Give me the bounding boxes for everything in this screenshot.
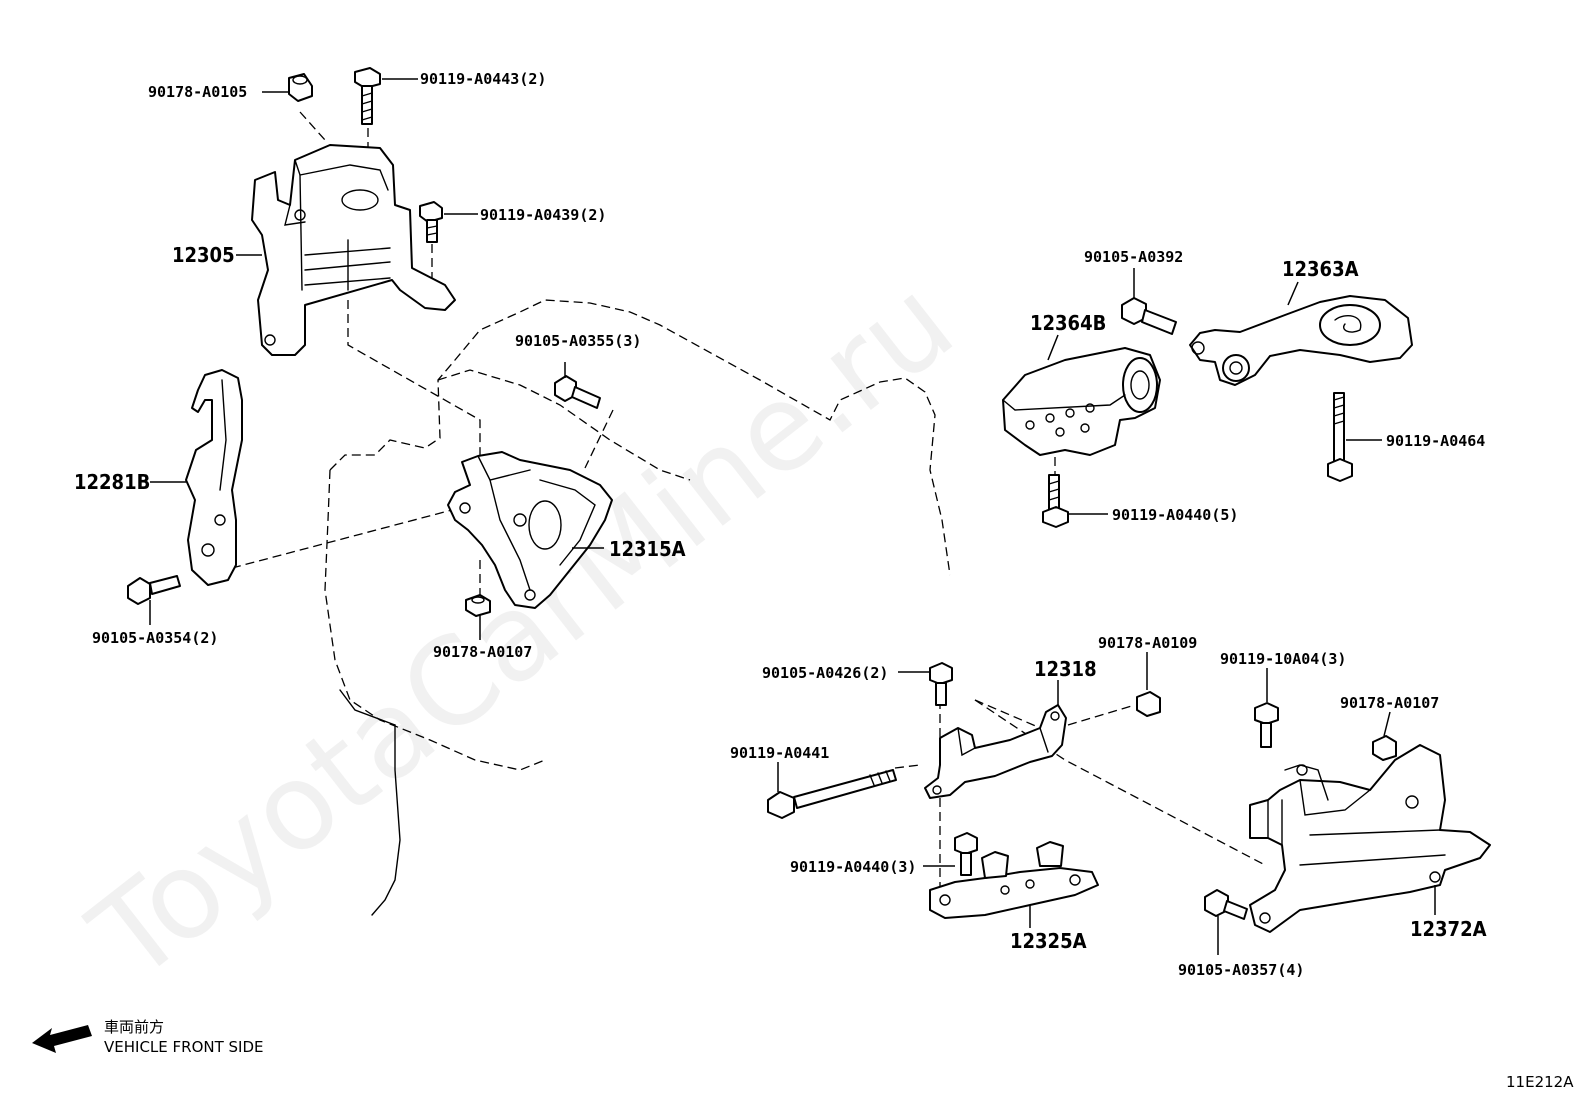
part-12281B-bracket [185, 369, 243, 586]
label-90105-A0354[interactable]: 90105-A0354(2) [92, 629, 218, 647]
bolt-90119-A0440-5 [1042, 474, 1069, 528]
label-90178-A0107-a[interactable]: 90178-A0107 [433, 643, 532, 661]
label-90119-A0441[interactable]: 90119-A0441 [730, 744, 829, 762]
nut-90178-A0109 [1136, 691, 1161, 717]
engine-outline [324, 299, 951, 916]
label-12364B[interactable]: 12364B [1030, 311, 1106, 335]
label-90119-10A04[interactable]: 90119-10A04(3) [1220, 650, 1346, 668]
front-note-jp: 車両前方 [104, 1018, 164, 1036]
nut-90178-A0107-b [1372, 735, 1397, 761]
part-12318-bracket [924, 704, 1067, 799]
label-12363A[interactable]: 12363A [1282, 257, 1359, 281]
label-90119-A0443[interactable]: 90119-A0443(2) [420, 70, 546, 88]
part-12372A-mount [1249, 744, 1491, 933]
label-90178-A0107-b[interactable]: 90178-A0107 [1340, 694, 1439, 712]
label-12325A[interactable]: 12325A [1010, 929, 1087, 953]
bolt-90105-A0392 [1121, 297, 1177, 335]
bolt-90119-A0464 [1327, 392, 1353, 482]
label-90105-A0392[interactable]: 90105-A0392 [1084, 248, 1183, 266]
label-90119-A0440-3[interactable]: 90119-A0440(3) [790, 858, 916, 876]
bolt-90119-A0443 [354, 67, 381, 125]
bolt-90119-10A04 [1254, 702, 1279, 748]
diagram-id: 11E212A [1506, 1073, 1574, 1091]
bolt-90105-A0426 [929, 662, 953, 706]
label-90178-A0109[interactable]: 90178-A0109 [1098, 634, 1197, 652]
part-12363A-torque-rod [1189, 295, 1413, 386]
label-90105-A0355[interactable]: 90105-A0355(3) [515, 332, 641, 350]
bolt-90105-A0354 [127, 575, 181, 605]
part-12305-engine-mount [251, 144, 456, 356]
vehicle-front-indicator: 車両前方 VEHICLE FRONT SIDE [32, 1018, 264, 1056]
part-labels: 90178-A0105 90119-A0443(2) 90119-A0439(2… [74, 70, 1487, 979]
label-12372A[interactable]: 12372A [1410, 917, 1487, 941]
part-12315A-bracket [447, 451, 613, 609]
bolt-90119-A0439 [419, 201, 443, 243]
label-90105-A0357[interactable]: 90105-A0357(4) [1178, 961, 1304, 979]
nut-90178-A0107-a [465, 594, 491, 617]
label-90119-A0464[interactable]: 90119-A0464 [1386, 432, 1485, 450]
label-12281B[interactable]: 12281B [74, 470, 150, 494]
part-12325A-bracket [929, 841, 1099, 919]
label-12315A[interactable]: 12315A [609, 537, 686, 561]
label-12318[interactable]: 12318 [1034, 657, 1097, 681]
bolt-90119-A0441 [767, 769, 897, 819]
front-arrow-icon [32, 1025, 92, 1053]
bolt-90119-A0440-3 [954, 832, 978, 876]
label-90119-A0440-5[interactable]: 90119-A0440(5) [1112, 506, 1238, 524]
label-90105-A0426[interactable]: 90105-A0426(2) [762, 664, 888, 682]
part-12364B-mount [1002, 347, 1161, 456]
leader-lines [149, 78, 1436, 955]
bolt-90105-A0357 [1204, 889, 1248, 920]
label-90178-A0105[interactable]: 90178-A0105 [148, 83, 247, 101]
front-note-en: VEHICLE FRONT SIDE [104, 1038, 264, 1056]
nut-90178-A0105 [288, 73, 313, 102]
label-12305[interactable]: 12305 [172, 243, 235, 267]
label-90119-A0439[interactable]: 90119-A0439(2) [480, 206, 606, 224]
bolt-90105-A0355 [554, 375, 601, 409]
